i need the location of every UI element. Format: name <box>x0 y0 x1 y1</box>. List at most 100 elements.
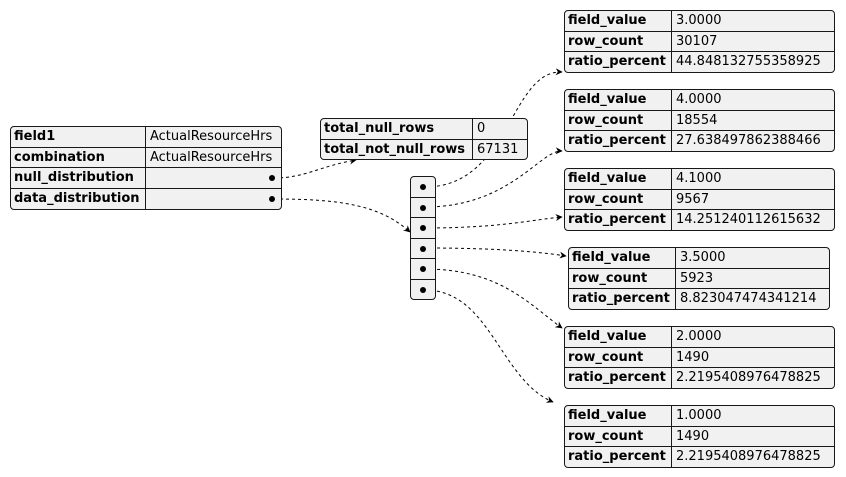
root-row-combination: combination ActualResourceHrs <box>11 147 281 168</box>
entry-value-field-value: 1.0000 <box>676 408 722 423</box>
null-row-total-null-rows: total_null_rows 0 <box>321 119 527 140</box>
entry-row-ratio-percent: ratio_percent 27.638497862388466 <box>565 131 834 151</box>
entry-value-ratio-percent: 27.638497862388466 <box>676 133 821 148</box>
entry-row-field-value: field_value 2.0000 <box>565 327 834 348</box>
edge-array-5-to-entry-5 <box>424 289 554 403</box>
entry-row-field-value: field_value 4.0000 <box>565 90 834 111</box>
distribution-entry-node: field_value 4.0000 row_count 18554 ratio… <box>564 89 835 152</box>
root-value-field1: ActualResourceHrs <box>150 129 273 144</box>
entry-row-ratio-percent: ratio_percent 8.823047474341214 <box>569 289 829 309</box>
null-distribution-node: total_null_rows 0 total_not_null_rows 67… <box>320 118 528 160</box>
entry-key-ratio-percent: ratio_percent <box>565 131 672 151</box>
edge-root-to-data-distribution <box>273 198 411 233</box>
entry-value-row-count: 18554 <box>676 112 718 128</box>
entry-row-field-value: field_value 3.5000 <box>569 248 829 269</box>
edge-array-4-to-entry-4 <box>424 268 563 329</box>
entry-key-field-value: field_value <box>565 90 672 110</box>
distribution-entry-node: field_value 1.0000 row_count 1490 ratio_… <box>564 405 835 468</box>
entry-value-ratio-percent: 14.251240112615632 <box>676 212 821 227</box>
entry-value-row-count: 5923 <box>680 270 714 286</box>
null-key-total-null-rows: total_null_rows <box>321 119 473 139</box>
entry-key-field-value: field_value <box>565 169 672 189</box>
entry-key-field-value: field_value <box>565 406 672 426</box>
null-row-total-not-null-rows: total_not_null_rows 67131 <box>321 139 527 159</box>
link-dot-icon <box>420 225 426 231</box>
distribution-entry-node: field_value 4.1000 row_count 9567 ratio_… <box>564 168 835 231</box>
null-value-total-null-rows: 0 <box>477 121 486 136</box>
link-dot-icon <box>420 184 426 190</box>
entry-value-field-value: 3.0000 <box>676 13 722 28</box>
entry-row-ratio-percent: ratio_percent 2.2195408976478825 <box>565 447 834 467</box>
entry-value-field-value: 4.1000 <box>676 171 722 186</box>
root-row-data-distribution: data_distribution <box>11 188 281 210</box>
array-item-4 <box>411 259 435 280</box>
root-value-combination: ActualResourceHrs <box>150 149 273 165</box>
distribution-entry-node: field_value 3.0000 row_count 30107 ratio… <box>564 10 835 73</box>
entry-key-row-count: row_count <box>569 268 676 288</box>
entry-key-ratio-percent: ratio_percent <box>569 289 676 309</box>
edge-array-3-to-entry-3 <box>424 247 567 259</box>
entry-value-ratio-percent: 8.823047474341214 <box>680 291 817 306</box>
entry-row-row-count: row_count 1490 <box>565 426 834 447</box>
entry-row-ratio-percent: ratio_percent 2.2195408976478825 <box>565 368 834 388</box>
link-dot-icon <box>420 204 426 211</box>
edge-array-2-to-entry-2 <box>424 214 563 229</box>
entry-row-ratio-percent: ratio_percent 44.848132755358925 <box>565 52 834 72</box>
array-item-3 <box>411 239 435 259</box>
entry-row-row-count: row_count 18554 <box>565 110 834 131</box>
entry-key-row-count: row_count <box>565 347 672 367</box>
entry-key-row-count: row_count <box>565 31 672 51</box>
entry-value-ratio-percent: 44.848132755358925 <box>676 54 821 69</box>
root-key-combination: combination <box>11 147 146 167</box>
edge-array-1-to-entry-1 <box>424 147 563 208</box>
entry-key-ratio-percent: ratio_percent <box>565 52 672 72</box>
distribution-entry-node: field_value 2.0000 row_count 1490 ratio_… <box>564 326 835 389</box>
root-row-field1: field1 ActualResourceHrs <box>11 127 281 148</box>
data-distribution-array-node <box>410 176 436 300</box>
entry-value-field-value: 3.5000 <box>680 250 726 265</box>
root-key-null-distribution: null_distribution <box>11 168 146 188</box>
entry-row-field-value: field_value 3.0000 <box>565 11 834 32</box>
entry-key-field-value: field_value <box>569 248 676 268</box>
entry-key-row-count: row_count <box>565 110 672 130</box>
root-row-null-distribution: null_distribution <box>11 168 281 189</box>
entry-value-ratio-percent: 2.2195408976478825 <box>676 370 821 385</box>
entry-value-row-count: 1490 <box>676 428 710 444</box>
array-item-5 <box>411 280 435 300</box>
array-item-1 <box>411 198 435 218</box>
entry-value-row-count: 30107 <box>676 33 718 49</box>
root-key-field1: field1 <box>11 127 146 147</box>
edge-root-to-null-distribution <box>273 157 357 179</box>
entry-row-row-count: row_count 9567 <box>565 189 834 210</box>
entry-row-row-count: row_count 30107 <box>565 31 834 52</box>
link-dot-icon <box>420 245 426 252</box>
entry-key-row-count: row_count <box>565 426 672 446</box>
entry-row-ratio-percent: ratio_percent 14.251240112615632 <box>565 210 834 230</box>
entry-value-row-count: 1490 <box>676 349 710 365</box>
entry-row-row-count: row_count 5923 <box>569 268 829 289</box>
entry-key-field-value: field_value <box>565 11 672 31</box>
root-value-data-distribution <box>146 189 281 210</box>
entry-value-field-value: 4.0000 <box>676 92 722 107</box>
array-item-0 <box>411 177 435 198</box>
edge-array-0-to-entry-0 <box>424 68 563 188</box>
entry-value-row-count: 9567 <box>676 191 710 207</box>
root-value-null-distribution <box>146 168 281 188</box>
entry-row-field-value: field_value 4.1000 <box>565 169 834 190</box>
entry-value-ratio-percent: 2.2195408976478825 <box>676 449 821 464</box>
entry-row-field-value: field_value 1.0000 <box>565 406 834 427</box>
entry-key-row-count: row_count <box>565 189 672 209</box>
root-key-data-distribution: data_distribution <box>11 188 146 209</box>
null-value-total-not-null-rows: 67131 <box>477 141 519 157</box>
entry-value-field-value: 2.0000 <box>676 329 722 344</box>
entry-key-ratio-percent: ratio_percent <box>565 210 672 230</box>
link-dot-icon <box>420 286 426 293</box>
entry-key-ratio-percent: ratio_percent <box>565 368 672 388</box>
entry-key-ratio-percent: ratio_percent <box>565 447 672 467</box>
root-object-node: field1 ActualResourceHrs combination Act… <box>10 126 282 210</box>
distribution-entry-node: field_value 3.5000 row_count 5923 ratio_… <box>568 247 830 310</box>
link-dot-icon <box>420 266 426 272</box>
entry-key-field-value: field_value <box>565 327 672 347</box>
